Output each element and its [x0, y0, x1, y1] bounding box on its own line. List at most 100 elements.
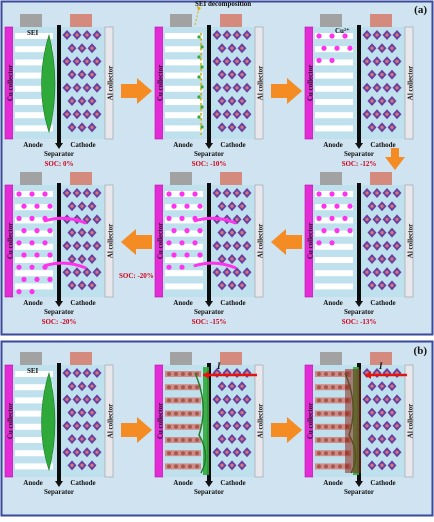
- separator-pointer: [55, 143, 63, 149]
- cathode-dot: [370, 46, 374, 50]
- cu-dendrite: [43, 216, 87, 225]
- cathode-dot: [380, 411, 384, 415]
- anode-particle: [317, 411, 321, 416]
- cathode-dot: [380, 73, 384, 77]
- cu-ion: [316, 33, 322, 39]
- cu-ion: [329, 57, 335, 64]
- current-label: I: [378, 361, 383, 371]
- cathode-dot: [230, 125, 234, 129]
- cathode-region: [61, 27, 105, 139]
- cathode-dot: [220, 125, 224, 129]
- cu-ion: [179, 240, 185, 246]
- cathode-dot: [365, 270, 369, 274]
- sei-fragment: [200, 105, 204, 109]
- cathode-region: [61, 185, 105, 297]
- anode-tab: [170, 14, 192, 27]
- cathode-dot: [85, 397, 89, 401]
- anode-tab: [20, 14, 42, 27]
- cathode-dot: [65, 450, 69, 454]
- cathode-dot: [385, 270, 389, 274]
- cathode-dot: [235, 424, 239, 428]
- cathode-dot: [230, 437, 234, 441]
- cathode-dot: [365, 33, 369, 37]
- cu-ion: [321, 203, 327, 209]
- anode-particle: [188, 372, 192, 376]
- sei-fragment: [197, 75, 201, 79]
- anode-stripe: [315, 59, 353, 66]
- cathode-dot: [365, 191, 369, 195]
- al-collector-label: Al collector: [107, 404, 115, 438]
- separator: [57, 363, 61, 481]
- anode-particle: [181, 438, 185, 442]
- sei-decomposition-label: SEI decomposition: [195, 0, 251, 8]
- cathode-dot: [70, 46, 74, 50]
- cathode-dot: [65, 191, 69, 195]
- cathode-dot: [375, 371, 379, 375]
- anode-stripe: [315, 217, 353, 224]
- cathode-dot: [220, 411, 224, 415]
- cathode-region: [361, 365, 405, 477]
- cathode-dot: [245, 217, 249, 221]
- cathode-region: [211, 365, 255, 477]
- cathode-dot: [95, 33, 99, 37]
- al-collector: [104, 364, 114, 478]
- cathode-dot: [70, 231, 74, 235]
- cathode-dot: [395, 450, 399, 454]
- anode-stripe: [15, 243, 53, 250]
- cathode-dot: [225, 371, 229, 375]
- cathode-tab: [370, 172, 392, 185]
- cathode-dot: [95, 217, 99, 221]
- anode-particle: [324, 385, 328, 390]
- cathode-dot: [85, 244, 89, 248]
- current-arrowhead: [203, 371, 209, 379]
- cathode-dot: [220, 99, 224, 103]
- cathode-dot: [220, 283, 224, 287]
- cu-ion: [21, 276, 27, 282]
- anode-label: Anode: [323, 299, 342, 307]
- al-collector-label: Al collector: [107, 66, 115, 100]
- cathode-dot: [365, 397, 369, 401]
- cu-ion: [192, 191, 198, 197]
- anode-stripe: [165, 112, 203, 119]
- cathode-dot: [390, 231, 394, 235]
- anode-tab: [320, 172, 342, 185]
- cathode-dot: [390, 283, 394, 287]
- cathode-dot: [220, 204, 224, 208]
- cathode-dot: [80, 73, 84, 77]
- separator-label: Separator: [44, 150, 74, 158]
- cathode-dot: [80, 463, 84, 467]
- anode-stripe: [15, 283, 53, 290]
- cathode-dot: [380, 257, 384, 261]
- anode-particle: [338, 464, 342, 469]
- cathode-dot: [220, 463, 224, 467]
- gas-arrowhead: [197, 6, 201, 11]
- cathode-label: Cathode: [370, 479, 395, 487]
- cu-collector-label: Cu collector: [7, 403, 15, 439]
- al-collector: [254, 184, 264, 298]
- cathode-dot: [365, 450, 369, 454]
- cu-ion: [329, 240, 335, 246]
- cu-ion: [342, 33, 348, 39]
- cathode-region: [211, 185, 255, 297]
- cathode-region: [361, 27, 405, 139]
- cu-ion: [329, 33, 335, 39]
- cathode-dot: [65, 59, 69, 64]
- al-collector: [104, 184, 114, 298]
- anode-stripe: [15, 99, 53, 105]
- cathode-dot: [395, 371, 399, 375]
- cathode-dot: [90, 73, 94, 77]
- anode-particle: [167, 438, 171, 442]
- cu-ion: [316, 240, 322, 246]
- cathode-dot: [385, 86, 389, 90]
- cu-ion: [197, 203, 203, 209]
- al-collector: [404, 184, 414, 298]
- flow-arrow-4: [271, 229, 302, 255]
- cu-ion: [321, 45, 327, 51]
- cu-collector-label: Cu collector: [157, 223, 165, 259]
- cu-ion: [321, 228, 327, 234]
- cathode-dot: [85, 86, 89, 90]
- anode-particle: [324, 464, 328, 469]
- anode-stripe: [315, 46, 353, 53]
- sei-fragment: [200, 85, 204, 89]
